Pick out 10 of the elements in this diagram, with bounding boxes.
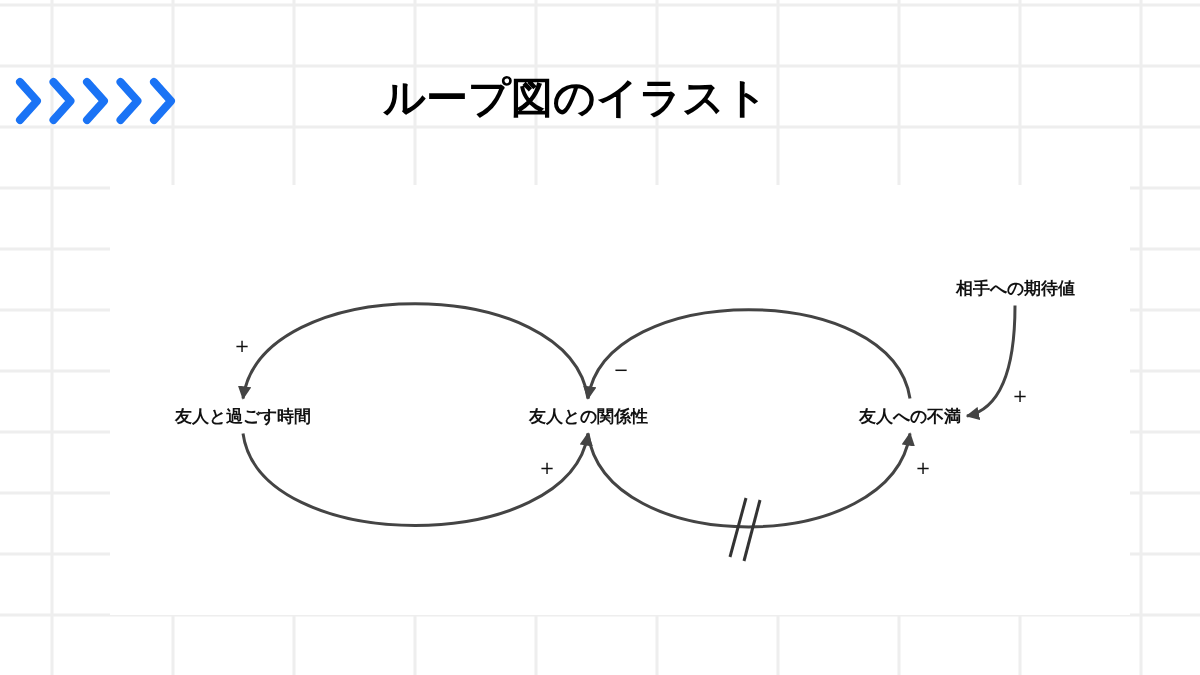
arrow bbox=[965, 305, 1017, 419]
arrow bbox=[585, 308, 912, 400]
variable-label: 友人との関係性 bbox=[528, 402, 648, 430]
variable-label: 相手への期待値 bbox=[955, 274, 1075, 302]
arrow bbox=[241, 432, 591, 527]
variable-label: 友人への不満 bbox=[859, 402, 961, 430]
arrow bbox=[240, 302, 590, 400]
title: ループ図のイラスト bbox=[382, 72, 768, 124]
arrow bbox=[586, 432, 913, 529]
variable-label: 友人と過ごす時間 bbox=[175, 402, 311, 430]
